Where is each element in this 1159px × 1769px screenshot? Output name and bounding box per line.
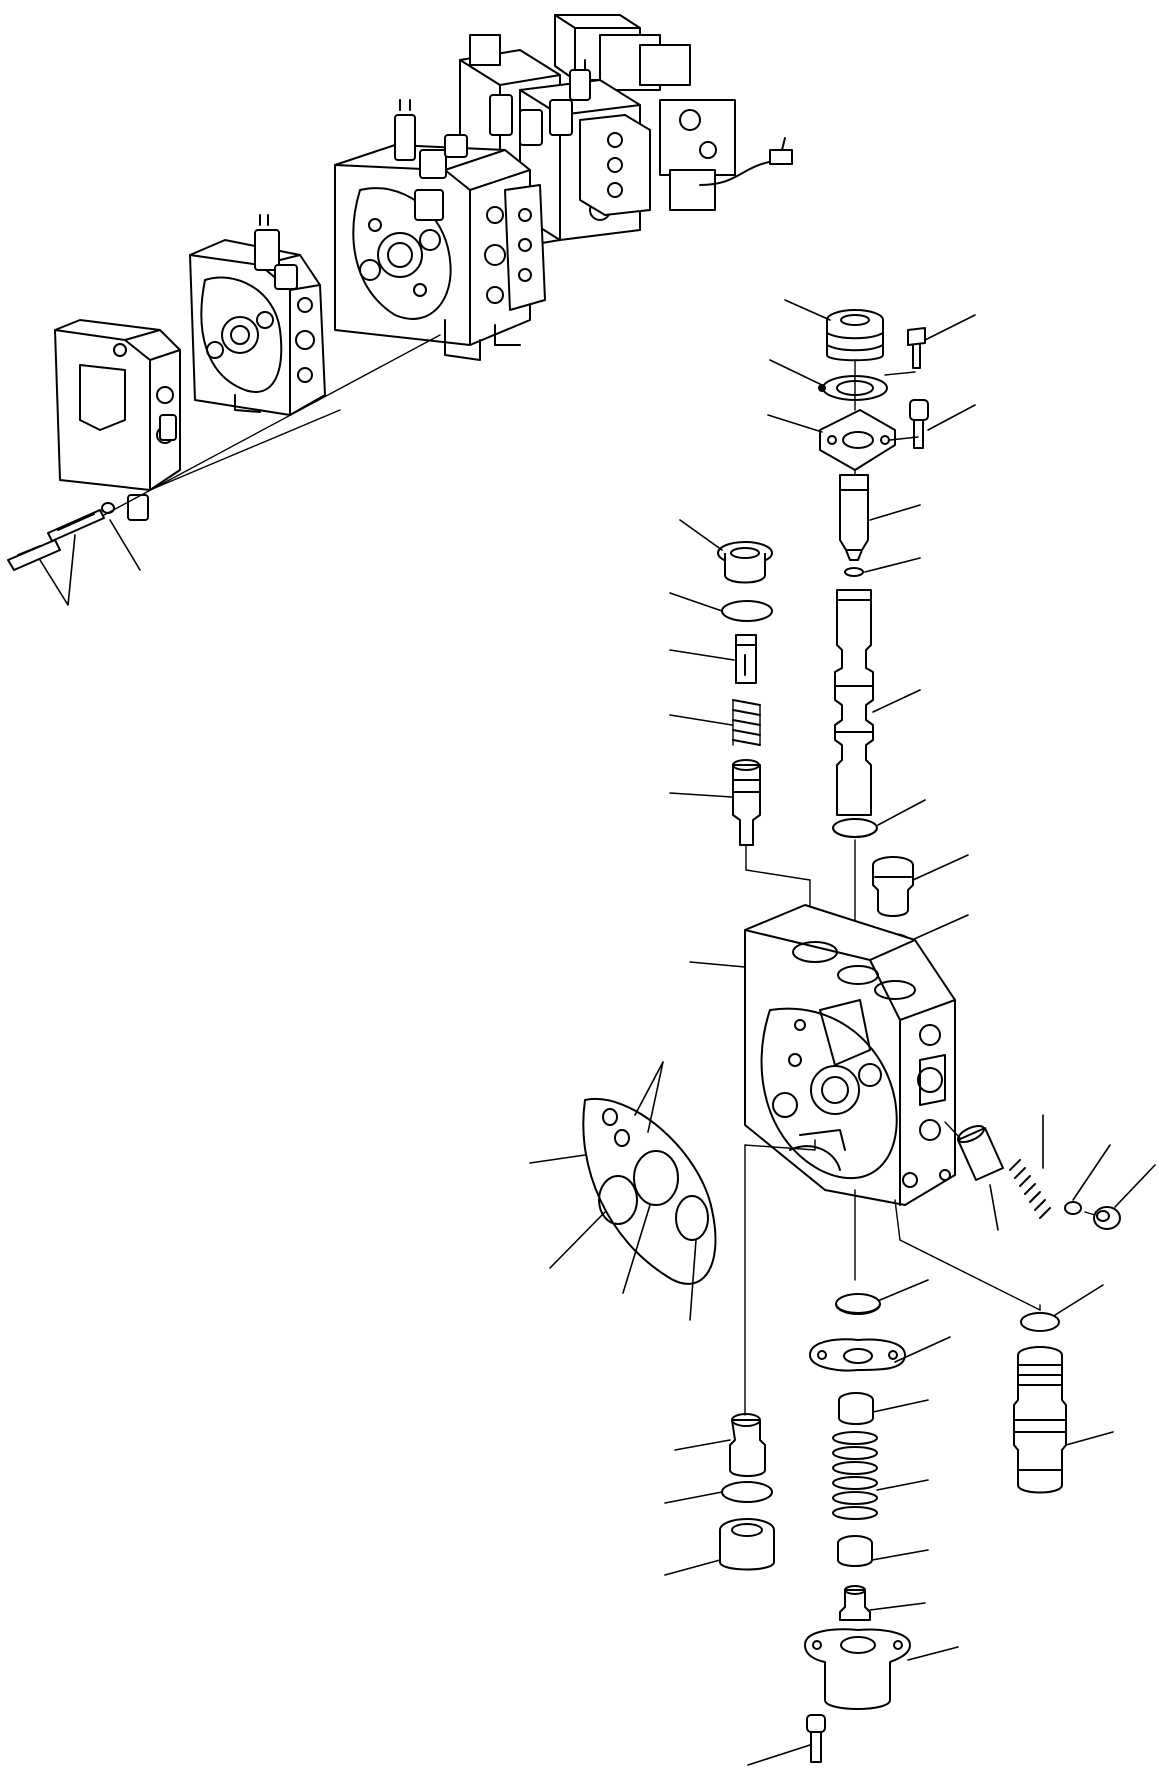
end-cover: [54, 319, 181, 521]
leader-relief-plug: [912, 854, 969, 881]
piston-rod: [839, 474, 869, 561]
side-parts: [944, 1121, 1121, 1230]
lower-seal: [835, 1293, 881, 1315]
leader-spool: [872, 689, 921, 713]
leader-lower-flange: [894, 1336, 951, 1363]
lower-piston: [839, 1585, 871, 1621]
tie-bolts: [7, 334, 441, 571]
leader-side-ring: [1072, 1144, 1111, 1201]
lower-flange: [809, 1338, 906, 1372]
leader-lower-retainer: [872, 1399, 929, 1413]
leader-lower-check: [674, 1439, 731, 1451]
left-pin: [735, 634, 757, 684]
leader-gasket: [529, 1154, 586, 1164]
leader-valve-body: [689, 961, 746, 968]
leader-relief-cartridge: [1065, 1431, 1114, 1446]
side-cap: [1084, 1206, 1121, 1230]
leader-oring-plate: [769, 359, 823, 386]
leader-lower-spring: [876, 1479, 929, 1491]
leader-lower-bolt: [747, 1744, 811, 1766]
leader-lower-oring: [664, 1491, 723, 1504]
leader-left-pin: [669, 649, 735, 661]
left-check: [732, 759, 761, 846]
leader-bolt-b: [927, 404, 976, 431]
top-bolts: [884, 327, 929, 449]
main-stack-block: [334, 99, 546, 361]
leader-plug-oring: [911, 914, 969, 941]
lower-bolt: [806, 1714, 826, 1763]
side-spring: [1009, 1159, 1051, 1219]
leader-top-cap: [784, 299, 831, 321]
side-ring: [1064, 1201, 1082, 1215]
upper-exploded-parts: [669, 299, 976, 1001]
leader-gasket-ring-a: [549, 1211, 606, 1269]
leader-lower-cover: [907, 1646, 959, 1661]
relief-plug: [872, 856, 914, 917]
lower-spring: [832, 1431, 878, 1520]
lower-exploded-parts: [664, 1139, 1114, 1766]
relief-cartridge: [1013, 1346, 1067, 1494]
lower-check: [729, 1413, 766, 1477]
gasket-disc: [582, 1097, 717, 1285]
lower-retainer: [838, 1392, 874, 1425]
left-plug: [717, 541, 773, 584]
leader-washer: [109, 519, 141, 571]
small-ring: [844, 567, 864, 577]
leader-gasket-ring-b: [622, 1204, 651, 1294]
leader-lower-piston: [869, 1602, 926, 1611]
leader-small-ring: [864, 557, 921, 573]
section-plate: [189, 214, 326, 416]
valve-body: [744, 904, 956, 1206]
main-spool: [834, 589, 874, 816]
flange-plate: [819, 409, 896, 471]
leader-piston-rod: [869, 504, 921, 521]
cartridge-oring: [1020, 1312, 1060, 1332]
lower-plug: [719, 1518, 775, 1571]
leader-gasket-holes: [634, 1061, 664, 1133]
leader-left-oring: [669, 592, 723, 612]
leader-lower-plug: [664, 1559, 721, 1576]
spool-seal: [832, 818, 878, 838]
leader-flange-plate: [767, 414, 823, 433]
leader-cartridge-oring: [1054, 1284, 1104, 1316]
lower-cover: [804, 1628, 911, 1710]
leader-lower-retainer-2: [871, 1549, 929, 1561]
lower-retainer-2: [837, 1535, 873, 1567]
lower-oring: [721, 1481, 773, 1503]
top-cap: [826, 309, 884, 362]
leader-lower-seal: [879, 1279, 929, 1301]
leader-left-spring: [669, 714, 733, 726]
leader-left-plug: [679, 519, 723, 551]
leader-side-cap: [1114, 1164, 1156, 1208]
oring-plate: [818, 375, 888, 401]
leader-left-check: [669, 792, 733, 798]
left-spring: [732, 699, 761, 746]
solenoid-block: [554, 14, 793, 211]
valve-stack-assembly: [7, 14, 793, 606]
leader-gasket-ring-c: [689, 1239, 697, 1321]
leader-side-sleeve: [989, 1184, 999, 1231]
leader-bolt-a: [924, 314, 976, 341]
leader-spool-seal: [877, 799, 926, 826]
leader-tie-bolts: [39, 534, 76, 606]
left-oring: [721, 600, 773, 622]
